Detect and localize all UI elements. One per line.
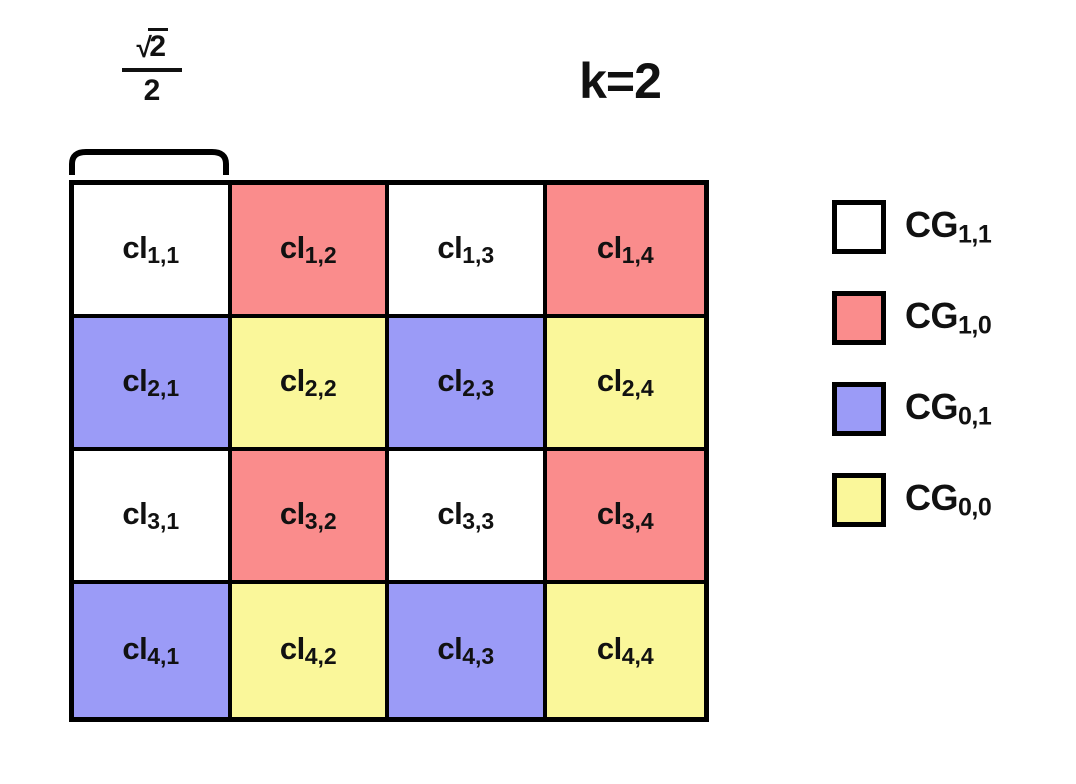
- fraction-numerator: √2: [136, 28, 168, 63]
- legend-item-label: CG1,0: [905, 295, 992, 341]
- grid-cell-label-subscript: 1,1: [147, 242, 180, 269]
- legend-color-swatch: [832, 473, 886, 527]
- grid-cell-label: cl1,1: [122, 230, 179, 269]
- grid-cell-label-base: cl: [596, 229, 622, 265]
- grid-cell-3-2: cl3,2: [231, 451, 389, 584]
- grid-cell-label-base: cl: [437, 630, 463, 666]
- legend-item-1-0: CG1,0: [832, 289, 1062, 347]
- grid-cell-label-base: cl: [596, 362, 622, 398]
- square-root-icon: √: [136, 32, 152, 63]
- grid-cell-4-2: cl4,2: [231, 584, 389, 717]
- legend-item-label-subscript: 1,1: [958, 220, 992, 249]
- grid-cell-2-4: cl2,4: [546, 318, 704, 451]
- grid-cell-label-subscript: 2,1: [147, 375, 180, 402]
- grid-cell-2-3: cl2,3: [389, 318, 547, 451]
- grid-cell-label: cl4,4: [597, 631, 654, 670]
- grid-cell-4-1: cl4,1: [74, 584, 232, 717]
- grid-cell-label-base: cl: [122, 362, 148, 398]
- grid-cell-label-subscript: 2,3: [462, 375, 495, 402]
- legend-item-0-1: CG0,1: [832, 380, 1062, 438]
- grid-cell-label: cl3,4: [597, 496, 654, 535]
- grid-cell-label: cl4,2: [280, 631, 337, 670]
- grid-cell-2-1: cl2,1: [74, 318, 232, 451]
- grid-cell-label-base: cl: [279, 229, 305, 265]
- grid-cell-4-4: cl4,4: [546, 584, 704, 717]
- legend-item-label-base: CG: [905, 477, 959, 519]
- grid-cell-3-4: cl3,4: [546, 451, 704, 584]
- grid-cell-label-subscript: 4,4: [621, 643, 654, 670]
- grid-cell-label-subscript: 2,2: [304, 375, 337, 402]
- grid-cell-label: cl1,2: [280, 230, 337, 269]
- legend-color-swatch: [832, 382, 886, 436]
- grid-cell-label-subscript: 2,4: [621, 375, 654, 402]
- grid-cell-1-2: cl1,2: [231, 185, 389, 318]
- grid-cell-1-4: cl1,4: [546, 185, 704, 318]
- legend-item-1-1: CG1,1: [832, 198, 1062, 256]
- column-width-brace: [69, 148, 229, 176]
- grid-cell-label-subscript: 3,4: [621, 508, 654, 535]
- grid-cell-1-1: cl1,1: [74, 185, 232, 318]
- grid-cell-label-subscript: 3,3: [462, 508, 495, 535]
- grid-cell-label-base: cl: [437, 362, 463, 398]
- cell-width-fraction-label: √2 2: [108, 28, 196, 106]
- legend-item-label-base: CG: [905, 386, 959, 428]
- grid-cell-4-3: cl4,3: [389, 584, 547, 717]
- grid-cell-label: cl3,1: [122, 496, 179, 535]
- grid-cell-label: cl4,3: [437, 631, 494, 670]
- legend-color-swatch: [832, 200, 886, 254]
- grid-cell-label-base: cl: [596, 630, 622, 666]
- grid-cell-label-base: cl: [437, 229, 463, 265]
- brace-icon: [69, 149, 229, 175]
- page-title: k=2: [579, 53, 662, 109]
- legend-item-label-subscript: 1,0: [958, 311, 992, 340]
- grid-cell-label-subscript: 3,1: [147, 508, 180, 535]
- grid-cell-label-subscript: 3,2: [304, 508, 337, 535]
- grid-cell-label: cl1,4: [597, 230, 654, 269]
- grid-cell-3-1: cl3,1: [74, 451, 232, 584]
- fraction-denominator: 2: [143, 74, 161, 107]
- grid-cell-label: cl2,1: [122, 363, 179, 402]
- grid-cell-label: cl2,4: [597, 363, 654, 402]
- legend-item-label: CG1,1: [905, 204, 992, 250]
- grid-cell-label-base: cl: [122, 630, 148, 666]
- legend-color-swatch: [832, 291, 886, 345]
- legend-item-label: CG0,1: [905, 386, 992, 432]
- grid-cell-label-base: cl: [279, 495, 305, 531]
- grid-cell-label: cl4,1: [122, 631, 179, 670]
- grid-cell-label: cl3,3: [437, 496, 494, 535]
- grid-cell-label: cl2,3: [437, 363, 494, 402]
- grid-cell-1-3: cl1,3: [389, 185, 547, 318]
- grid-cell-label-subscript: 1,2: [304, 242, 337, 269]
- grid-cell-label-base: cl: [437, 495, 463, 531]
- grid-cell-label-subscript: 1,4: [621, 242, 654, 269]
- legend-item-label: CG0,0: [905, 477, 992, 523]
- grid-cell-label-base: cl: [596, 495, 622, 531]
- grid-cell-label-subscript: 1,3: [462, 242, 495, 269]
- legend-item-label-subscript: 0,0: [958, 493, 992, 522]
- grid-cell-label: cl1,3: [437, 230, 494, 269]
- grid-cell-label-base: cl: [279, 362, 305, 398]
- grid-cell-label-subscript: 4,3: [462, 643, 495, 670]
- grid-cell-label: cl2,2: [280, 363, 337, 402]
- grid-cell-3-3: cl3,3: [389, 451, 547, 584]
- grid-cell-label-subscript: 4,2: [304, 643, 337, 670]
- legend-item-label-base: CG: [905, 295, 959, 337]
- grid-cell-label-base: cl: [279, 630, 305, 666]
- grid-cell-label: cl3,2: [280, 496, 337, 535]
- grid-cell-label-base: cl: [122, 229, 148, 265]
- legend-item-label-subscript: 0,1: [958, 402, 992, 431]
- legend-item-0-0: CG0,0: [832, 471, 1062, 529]
- grid-cell-label-base: cl: [122, 495, 148, 531]
- legend-item-label-base: CG: [905, 204, 959, 246]
- fraction-bar: [122, 68, 182, 72]
- grid-cell-label-subscript: 4,1: [147, 643, 180, 670]
- grid-cell-2-2: cl2,2: [231, 318, 389, 451]
